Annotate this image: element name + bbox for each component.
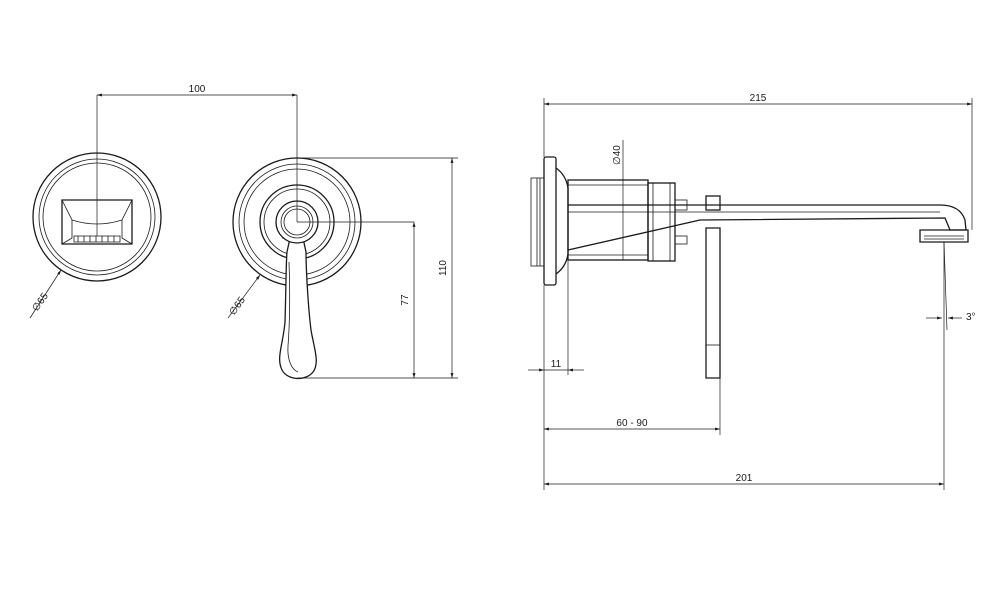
dimension-77-label: 77 bbox=[400, 294, 411, 306]
dimension-diameter-40: ∅40 bbox=[612, 145, 623, 165]
dimension-angle-3: 3° bbox=[926, 241, 976, 331]
svg-text:∅40: ∅40 bbox=[612, 145, 623, 165]
dimension-77: 77 bbox=[400, 222, 416, 378]
dimension-11-label: 11 bbox=[551, 359, 562, 370]
dimension-215-label: 215 bbox=[750, 93, 767, 104]
dimension-110-label: 110 bbox=[438, 260, 449, 276]
outlet-rosette-front-view bbox=[32, 95, 162, 282]
dimension-diameter-65-center: ∅65 bbox=[227, 274, 261, 319]
dimension-60-90-label: 60 - 90 bbox=[616, 418, 648, 429]
dimension-60-90: 60 - 90 bbox=[544, 378, 721, 435]
dimension-diameter-65-left: ∅65 bbox=[29, 269, 62, 319]
dimension-110: 110 bbox=[297, 157, 458, 379]
svg-text:∅65: ∅65 bbox=[30, 291, 51, 314]
dimension-100: 100 bbox=[97, 84, 297, 97]
dimension-11: 11 bbox=[528, 260, 584, 490]
dimension-215: 215 bbox=[543, 93, 973, 230]
diameter-symbol: ∅ bbox=[612, 156, 623, 165]
mixer-rosette-front-view bbox=[232, 95, 414, 380]
dimension-100-label: 100 bbox=[189, 84, 206, 95]
side-elevation-view bbox=[530, 140, 969, 379]
dimension-201-label: 201 bbox=[736, 473, 753, 484]
svg-text:∅65: ∅65 bbox=[227, 295, 248, 318]
dimension-angle-3-label: 3° bbox=[966, 312, 976, 323]
dimension-201: 201 bbox=[544, 242, 945, 490]
dimension-40-label: 40 bbox=[612, 145, 623, 157]
